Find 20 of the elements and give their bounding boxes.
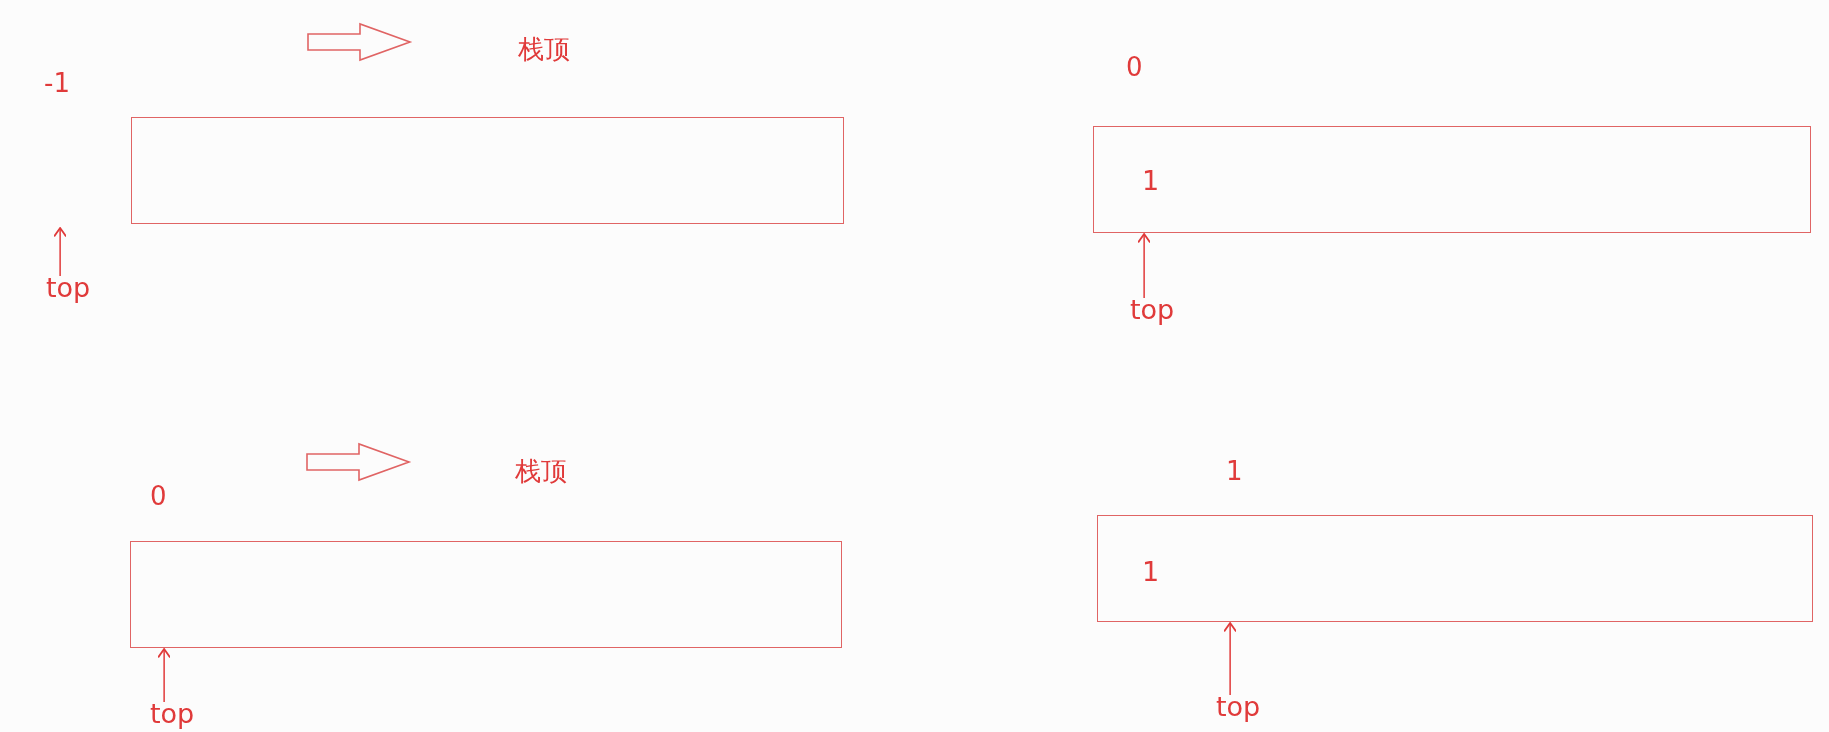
- pointer-label: top: [1216, 693, 1261, 720]
- pointer-arrow: [1137, 233, 1152, 299]
- index-label: -1: [44, 70, 70, 96]
- index-label: 0: [150, 483, 167, 509]
- stack-box: [1097, 515, 1813, 622]
- stack-element: 1: [1142, 167, 1160, 194]
- pointer-arrow: [157, 648, 172, 703]
- pointer-label: top: [1130, 296, 1175, 323]
- index-label: 栈顶: [518, 36, 570, 62]
- pointer-label: top: [150, 700, 195, 727]
- pointer-arrow: [53, 227, 68, 277]
- index-label: 0: [1126, 54, 1143, 80]
- stack-box: [130, 541, 842, 648]
- index-label: 栈顶: [515, 458, 567, 484]
- stack-box: [131, 117, 844, 224]
- stack-box: [1093, 126, 1811, 233]
- index-label: 1: [1226, 458, 1243, 484]
- pointer-arrow: [1223, 622, 1238, 696]
- pointer-label: top: [46, 274, 91, 301]
- stack-element: 1: [1142, 558, 1160, 585]
